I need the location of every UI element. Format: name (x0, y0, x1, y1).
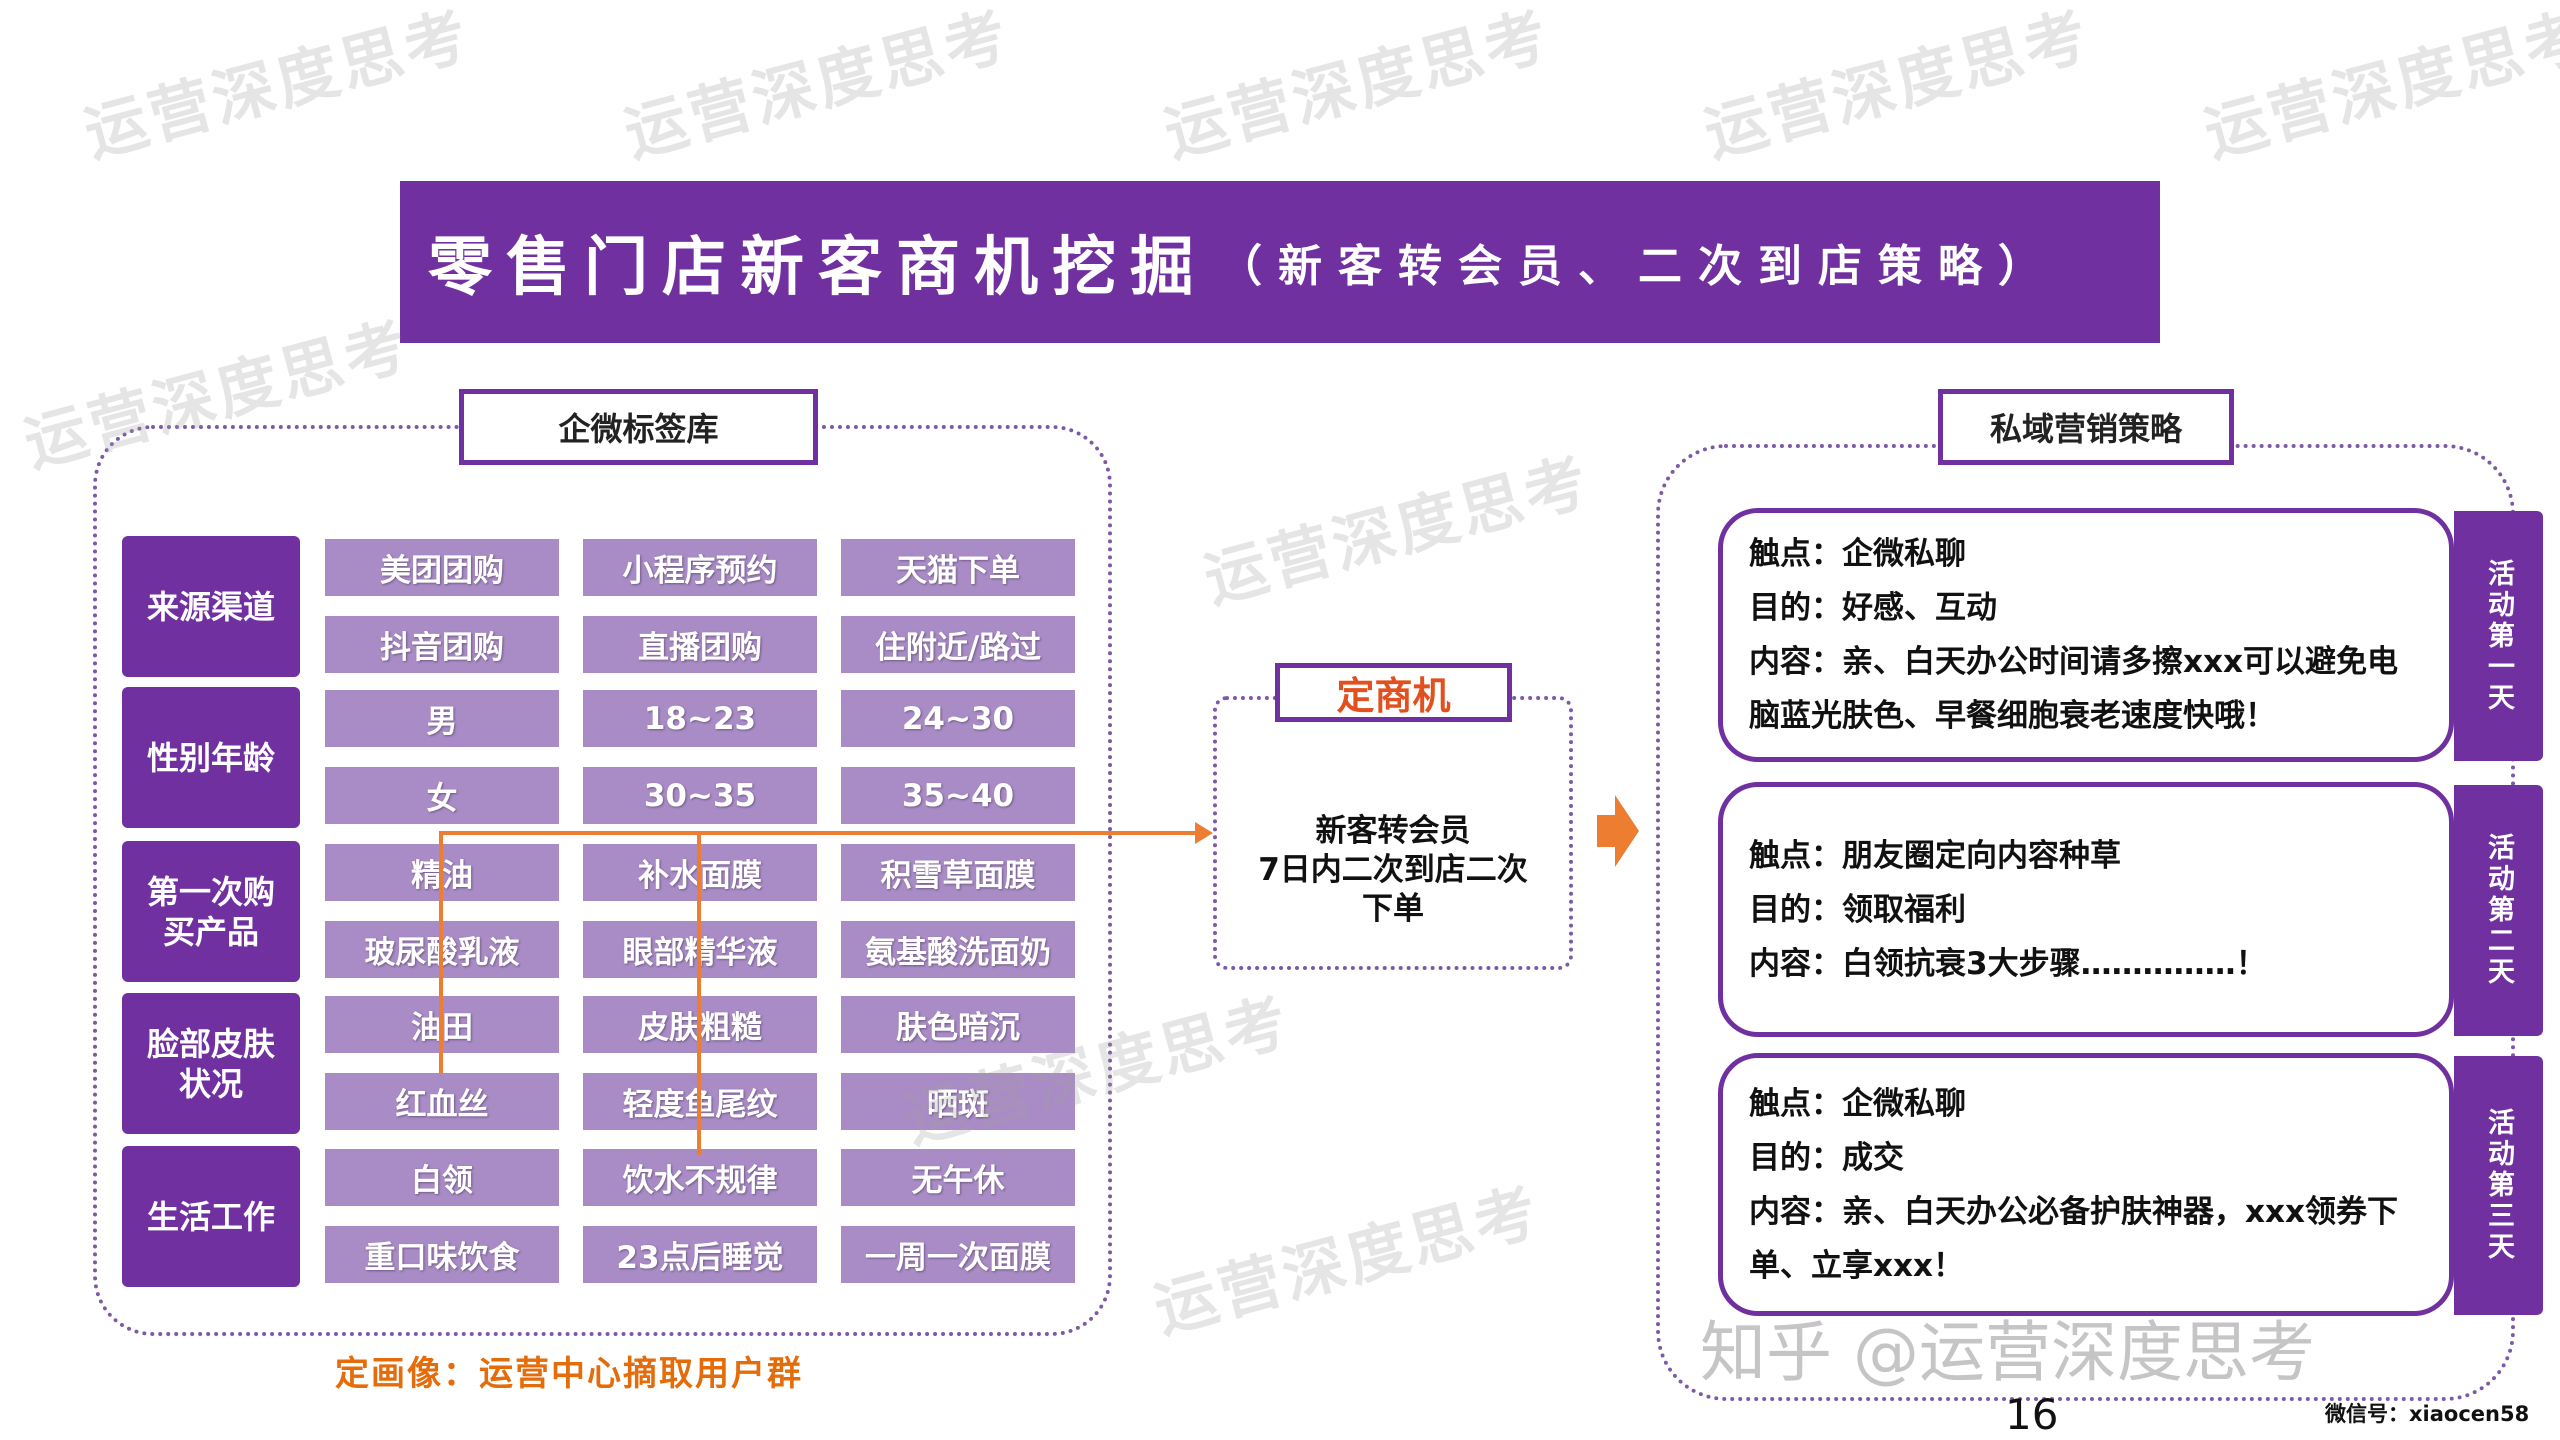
watermark: 运营深度思考 (1697, 0, 2099, 172)
tag-cell[interactable]: 抖音团购 (325, 616, 559, 673)
tag-cell[interactable]: 男 (325, 690, 559, 747)
opportunity-line: 7日内二次到店二次 (1258, 852, 1528, 888)
opportunity-line: 新客转会员 (1315, 813, 1471, 849)
tag-cell[interactable]: 肤色暗沉 (841, 996, 1075, 1053)
strategy-card: 触点：朋友圈定向内容种草目的：领取福利内容：白领抗衰3大步骤……………！ (1718, 782, 2454, 1037)
tag-cell[interactable]: 直播团购 (583, 616, 817, 673)
wechat-id: 微信号：xiaocen58 (2325, 1402, 2530, 1426)
tag-cell[interactable]: 24~30 (841, 690, 1075, 747)
tag-cell[interactable]: 30~35 (583, 767, 817, 824)
connector-line (439, 831, 443, 1073)
tag-cell[interactable]: 红血丝 (325, 1073, 559, 1130)
tag-cell[interactable]: 18~23 (583, 690, 817, 747)
tag-cell[interactable]: 23点后睡觉 (583, 1226, 817, 1283)
watermark: 运营深度思考 (2197, 0, 2560, 172)
tag-library-label: 企微标签库 (459, 389, 818, 465)
strategy-line: 目的：领取福利 (1749, 891, 1966, 928)
strategy-line: 单、立享xxx！ (1749, 1247, 1964, 1284)
day-tab: 活动第二天 (2454, 785, 2543, 1036)
strategy-line: 内容：亲、白天办公必备护肤神器，xxx领券下 (1749, 1193, 2398, 1230)
tag-cell[interactable]: 晒斑 (841, 1073, 1075, 1130)
tag-cell[interactable]: 氨基酸洗面奶 (841, 921, 1075, 978)
category-label: 第一次购买产品 (122, 841, 300, 982)
strategy-line: 目的：成交 (1749, 1139, 1904, 1176)
watermark: 运营深度思考 (617, 0, 1019, 172)
day-tab: 活动第三天 (2454, 1056, 2543, 1315)
category-label: 脸部皮肤状况 (122, 993, 300, 1134)
connector-line (697, 831, 701, 1155)
title-main: 零售门店新客商机挖掘 (428, 231, 1208, 305)
tag-cell[interactable]: 美团团购 (325, 539, 559, 596)
opportunity-label: 定商机 (1275, 663, 1512, 722)
tag-cell[interactable]: 白领 (325, 1149, 559, 1206)
category-label: 来源渠道 (122, 536, 300, 677)
tag-cell[interactable]: 小程序预约 (583, 539, 817, 596)
strategy-line: 触点：企微私聊 (1749, 536, 1966, 572)
watermark: 运营深度思考 (1147, 1174, 1549, 1348)
strategy-line: 触点：朋友圈定向内容种草 (1749, 837, 2121, 874)
strategy-line: 触点：企微私聊 (1749, 1085, 1966, 1122)
watermark: 运营深度思考 (1197, 444, 1599, 618)
day-tab: 活动第一天 (2454, 511, 2543, 761)
opportunity-line: 下单 (1362, 891, 1424, 927)
zhihu-watermark: 知乎 @运营深度思考 (1700, 1314, 2315, 1391)
strategy-line: 内容：亲、白天办公时间请多擦xxx可以避免电 (1749, 644, 2398, 680)
watermark: 运营深度思考 (1157, 0, 1559, 172)
footer-caption: 定画像：运营中心摘取用户群 (335, 1354, 803, 1394)
tag-cell[interactable]: 35~40 (841, 767, 1075, 824)
strategy-line: 内容：白领抗衰3大步骤……………！ (1749, 945, 2267, 982)
arrow-head-icon (1195, 822, 1213, 844)
tag-cell[interactable]: 天猫下单 (841, 539, 1075, 596)
strategy-line: 脑蓝光肤色、早餐细胞衰老速度快哦！ (1749, 698, 2276, 734)
strategy-card: 触点：企微私聊目的：成交内容：亲、白天办公必备护肤神器，xxx领券下单、立享xx… (1718, 1053, 2454, 1316)
tag-cell[interactable]: 无午休 (841, 1149, 1075, 1206)
tag-cell[interactable]: 住附近/路过 (841, 616, 1075, 673)
tag-cell[interactable]: 积雪草面膜 (841, 844, 1075, 901)
arrow-right-icon (1597, 795, 1639, 867)
page-number: 16 (2005, 1390, 2059, 1439)
category-label: 性别年龄 (122, 687, 300, 828)
category-label: 生活工作 (122, 1146, 300, 1287)
opportunity-text: 新客转会员 7日内二次到店二次 下单 (1213, 812, 1573, 929)
strategy-line: 目的：好感、互动 (1749, 590, 1997, 626)
tag-cell[interactable]: 女 (325, 767, 559, 824)
title-banner: 零售门店新客商机挖掘 （新客转会员、二次到店策略） (400, 181, 2160, 343)
private-marketing-label: 私域营销策略 (1938, 389, 2234, 465)
watermark: 运营深度思考 (77, 0, 479, 172)
strategy-card: 触点：企微私聊目的：好感、互动内容：亲、白天办公时间请多擦xxx可以避免电脑蓝光… (1718, 508, 2454, 762)
tag-cell[interactable]: 一周一次面膜 (841, 1226, 1075, 1283)
connector-line (441, 831, 1201, 835)
tag-cell[interactable]: 饮水不规律 (583, 1149, 817, 1206)
tag-cell[interactable]: 重口味饮食 (325, 1226, 559, 1283)
title-sub: （新客转会员、二次到店策略） (1218, 241, 2058, 292)
